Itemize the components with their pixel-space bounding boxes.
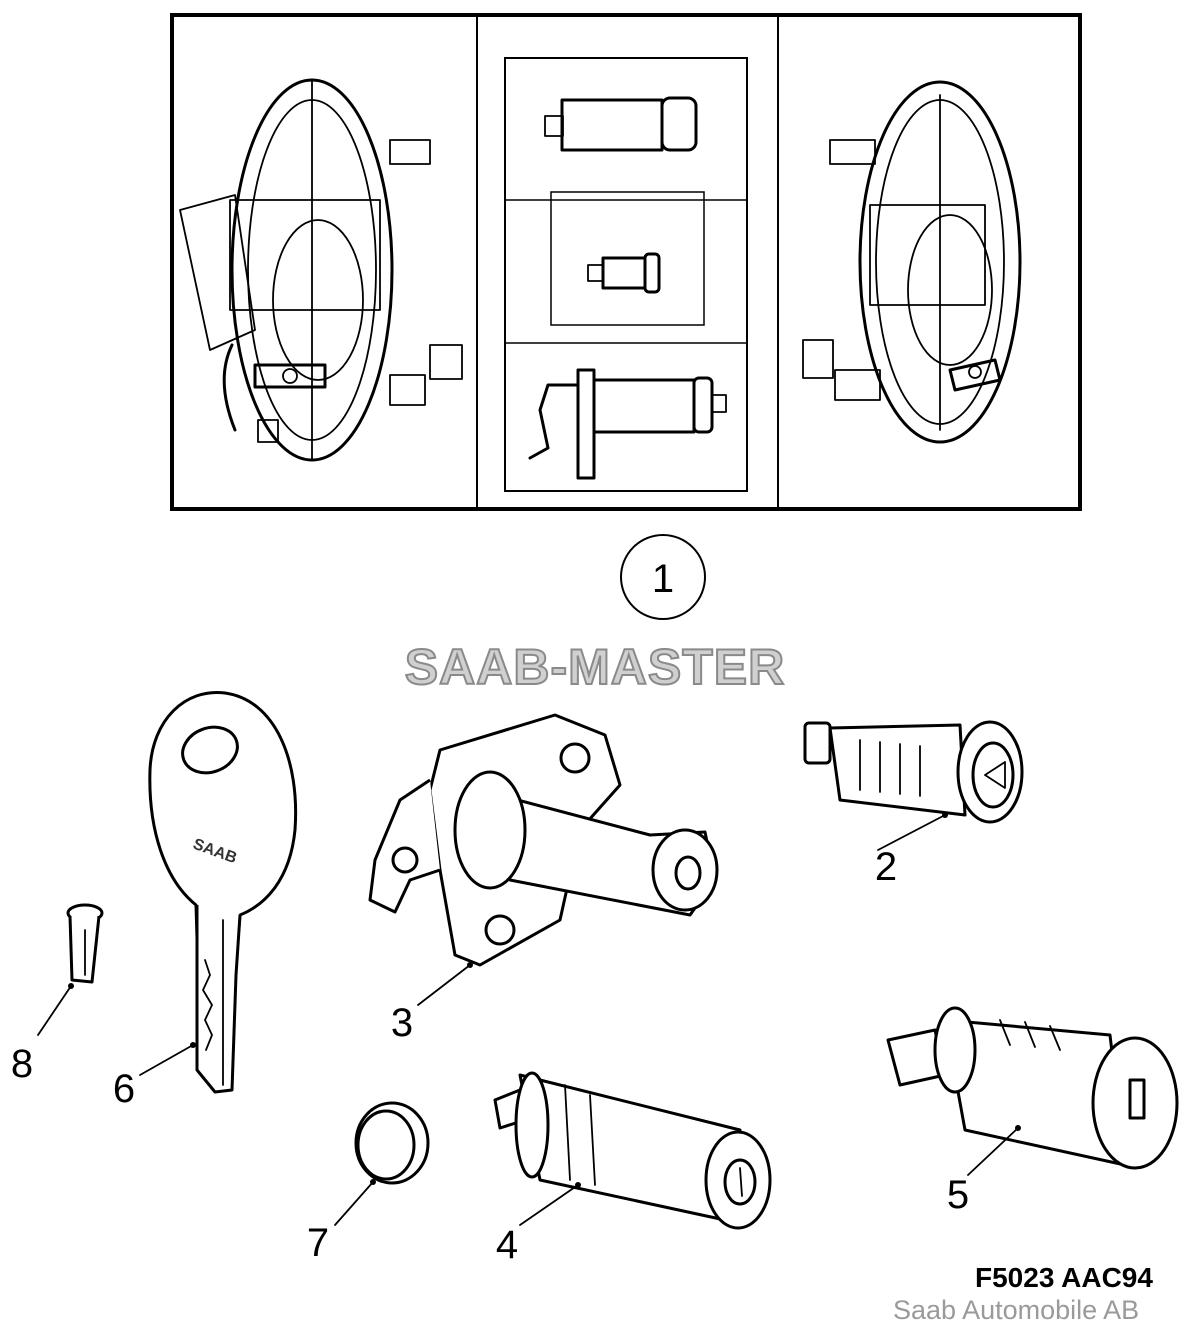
callout-1: 1 [620, 534, 706, 620]
part-4-cylinder [493, 1071, 772, 1230]
callout-6: 6 [113, 1042, 196, 1111]
callout-2: 2 [875, 812, 948, 889]
callout-2-label: 2 [875, 845, 897, 889]
callout-8: 8 [11, 983, 74, 1086]
part-7-cap [354, 1101, 430, 1185]
right-door-handle-illustration [802, 80, 1022, 444]
callout-7: 7 [307, 1179, 376, 1265]
copyright-text: Saab Automobile AB [893, 1295, 1140, 1325]
watermark-text: SAAB-MASTER [405, 639, 785, 695]
callout-1-label: 1 [652, 557, 674, 601]
callout-3: 3 [391, 962, 473, 1045]
assembly-overview-panel [170, 13, 1082, 511]
callout-3-label: 3 [391, 1001, 413, 1045]
callout-7-label: 7 [307, 1221, 329, 1265]
callout-4-label: 4 [496, 1223, 518, 1267]
part-3-flanged-cylinder [368, 713, 719, 967]
callout-8-label: 8 [11, 1042, 33, 1086]
cylinder-inset-illustration [504, 57, 748, 492]
callout-6-label: 6 [113, 1067, 135, 1111]
part-6-key: SAAB [148, 691, 298, 1094]
part-2-small-cylinder [803, 720, 1024, 824]
figure-code: F5023 AAC94 [975, 1262, 1153, 1293]
part-5-cylinder [886, 1006, 1179, 1170]
part-8-pin [66, 903, 104, 984]
callout-5-label: 5 [947, 1173, 969, 1217]
callout-4: 4 [496, 1182, 581, 1267]
callout-5: 5 [947, 1125, 1021, 1217]
left-door-handle-illustration [179, 78, 463, 462]
